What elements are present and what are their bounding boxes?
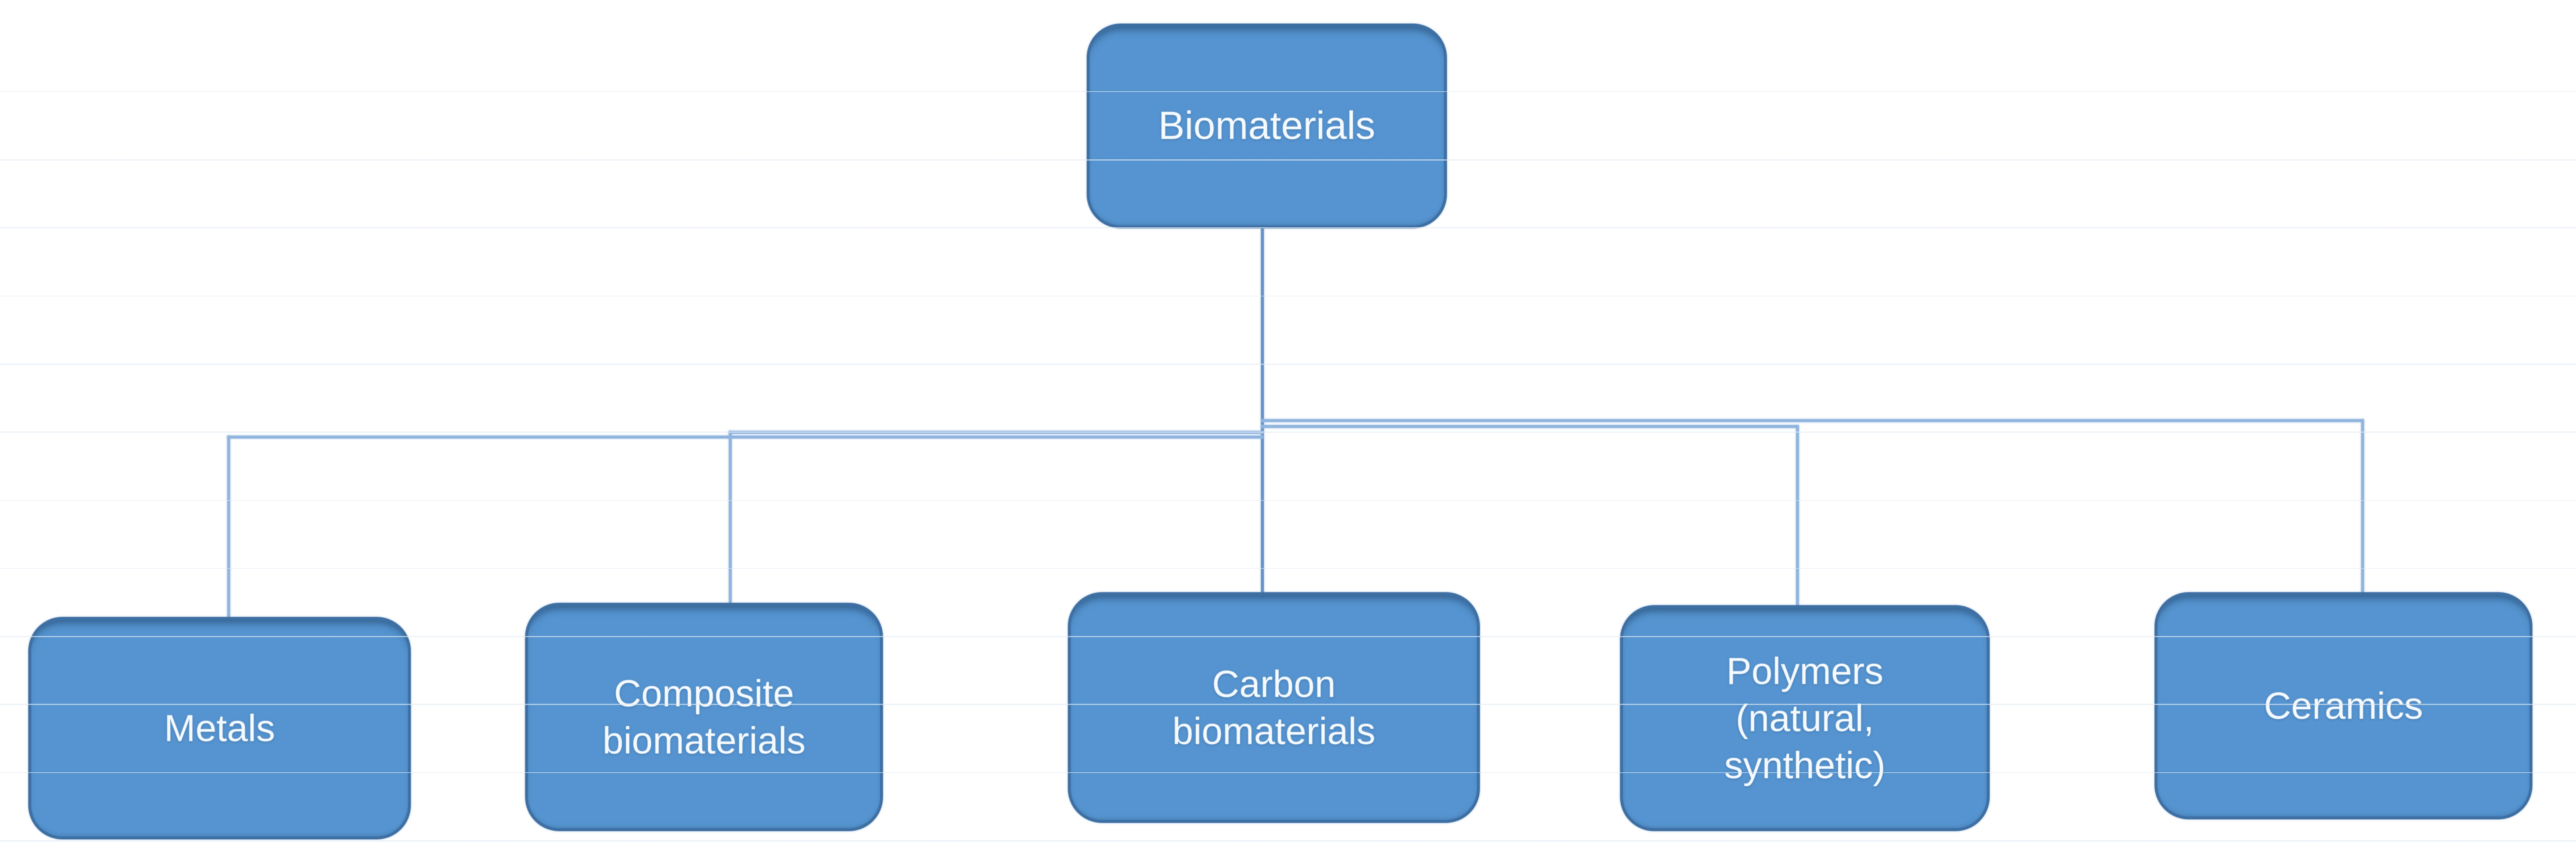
node-carbon-biomaterials: Carbon biomaterials [1068, 592, 1480, 823]
node-composite-biomaterials-label: Composite biomaterials [602, 672, 806, 762]
connector-ceramics-vertical [2361, 419, 2364, 592]
connector-metals-vertical [227, 436, 230, 617]
connector-ceramics-horizontal [1261, 419, 2362, 422]
connector-root-to-carbon-vertical [1261, 227, 1264, 592]
node-carbon-biomaterials-label: Carbon biomaterials [1172, 663, 1376, 752]
connector-metals-horizontal [227, 436, 1263, 439]
connector-composite-vertical [729, 431, 732, 603]
node-polymers: Polymers (natural, synthetic) [1620, 605, 1990, 831]
node-biomaterials: Biomaterials [1087, 24, 1447, 228]
node-polymers-label: Polymers (natural, synthetic) [1724, 650, 1885, 786]
node-ceramics: Ceramics [2155, 592, 2532, 819]
node-composite-biomaterials: Composite biomaterials [525, 603, 883, 831]
connector-composite-horizontal [729, 431, 1263, 434]
node-ceramics-label: Ceramics [2263, 685, 2424, 727]
connector-polymers-vertical [1796, 425, 1799, 605]
node-biomaterials-label: Biomaterials [1158, 104, 1376, 148]
node-metals: Metals [28, 617, 411, 839]
connector-polymers-horizontal [1261, 425, 1797, 428]
node-metals-label: Metals [164, 707, 275, 749]
